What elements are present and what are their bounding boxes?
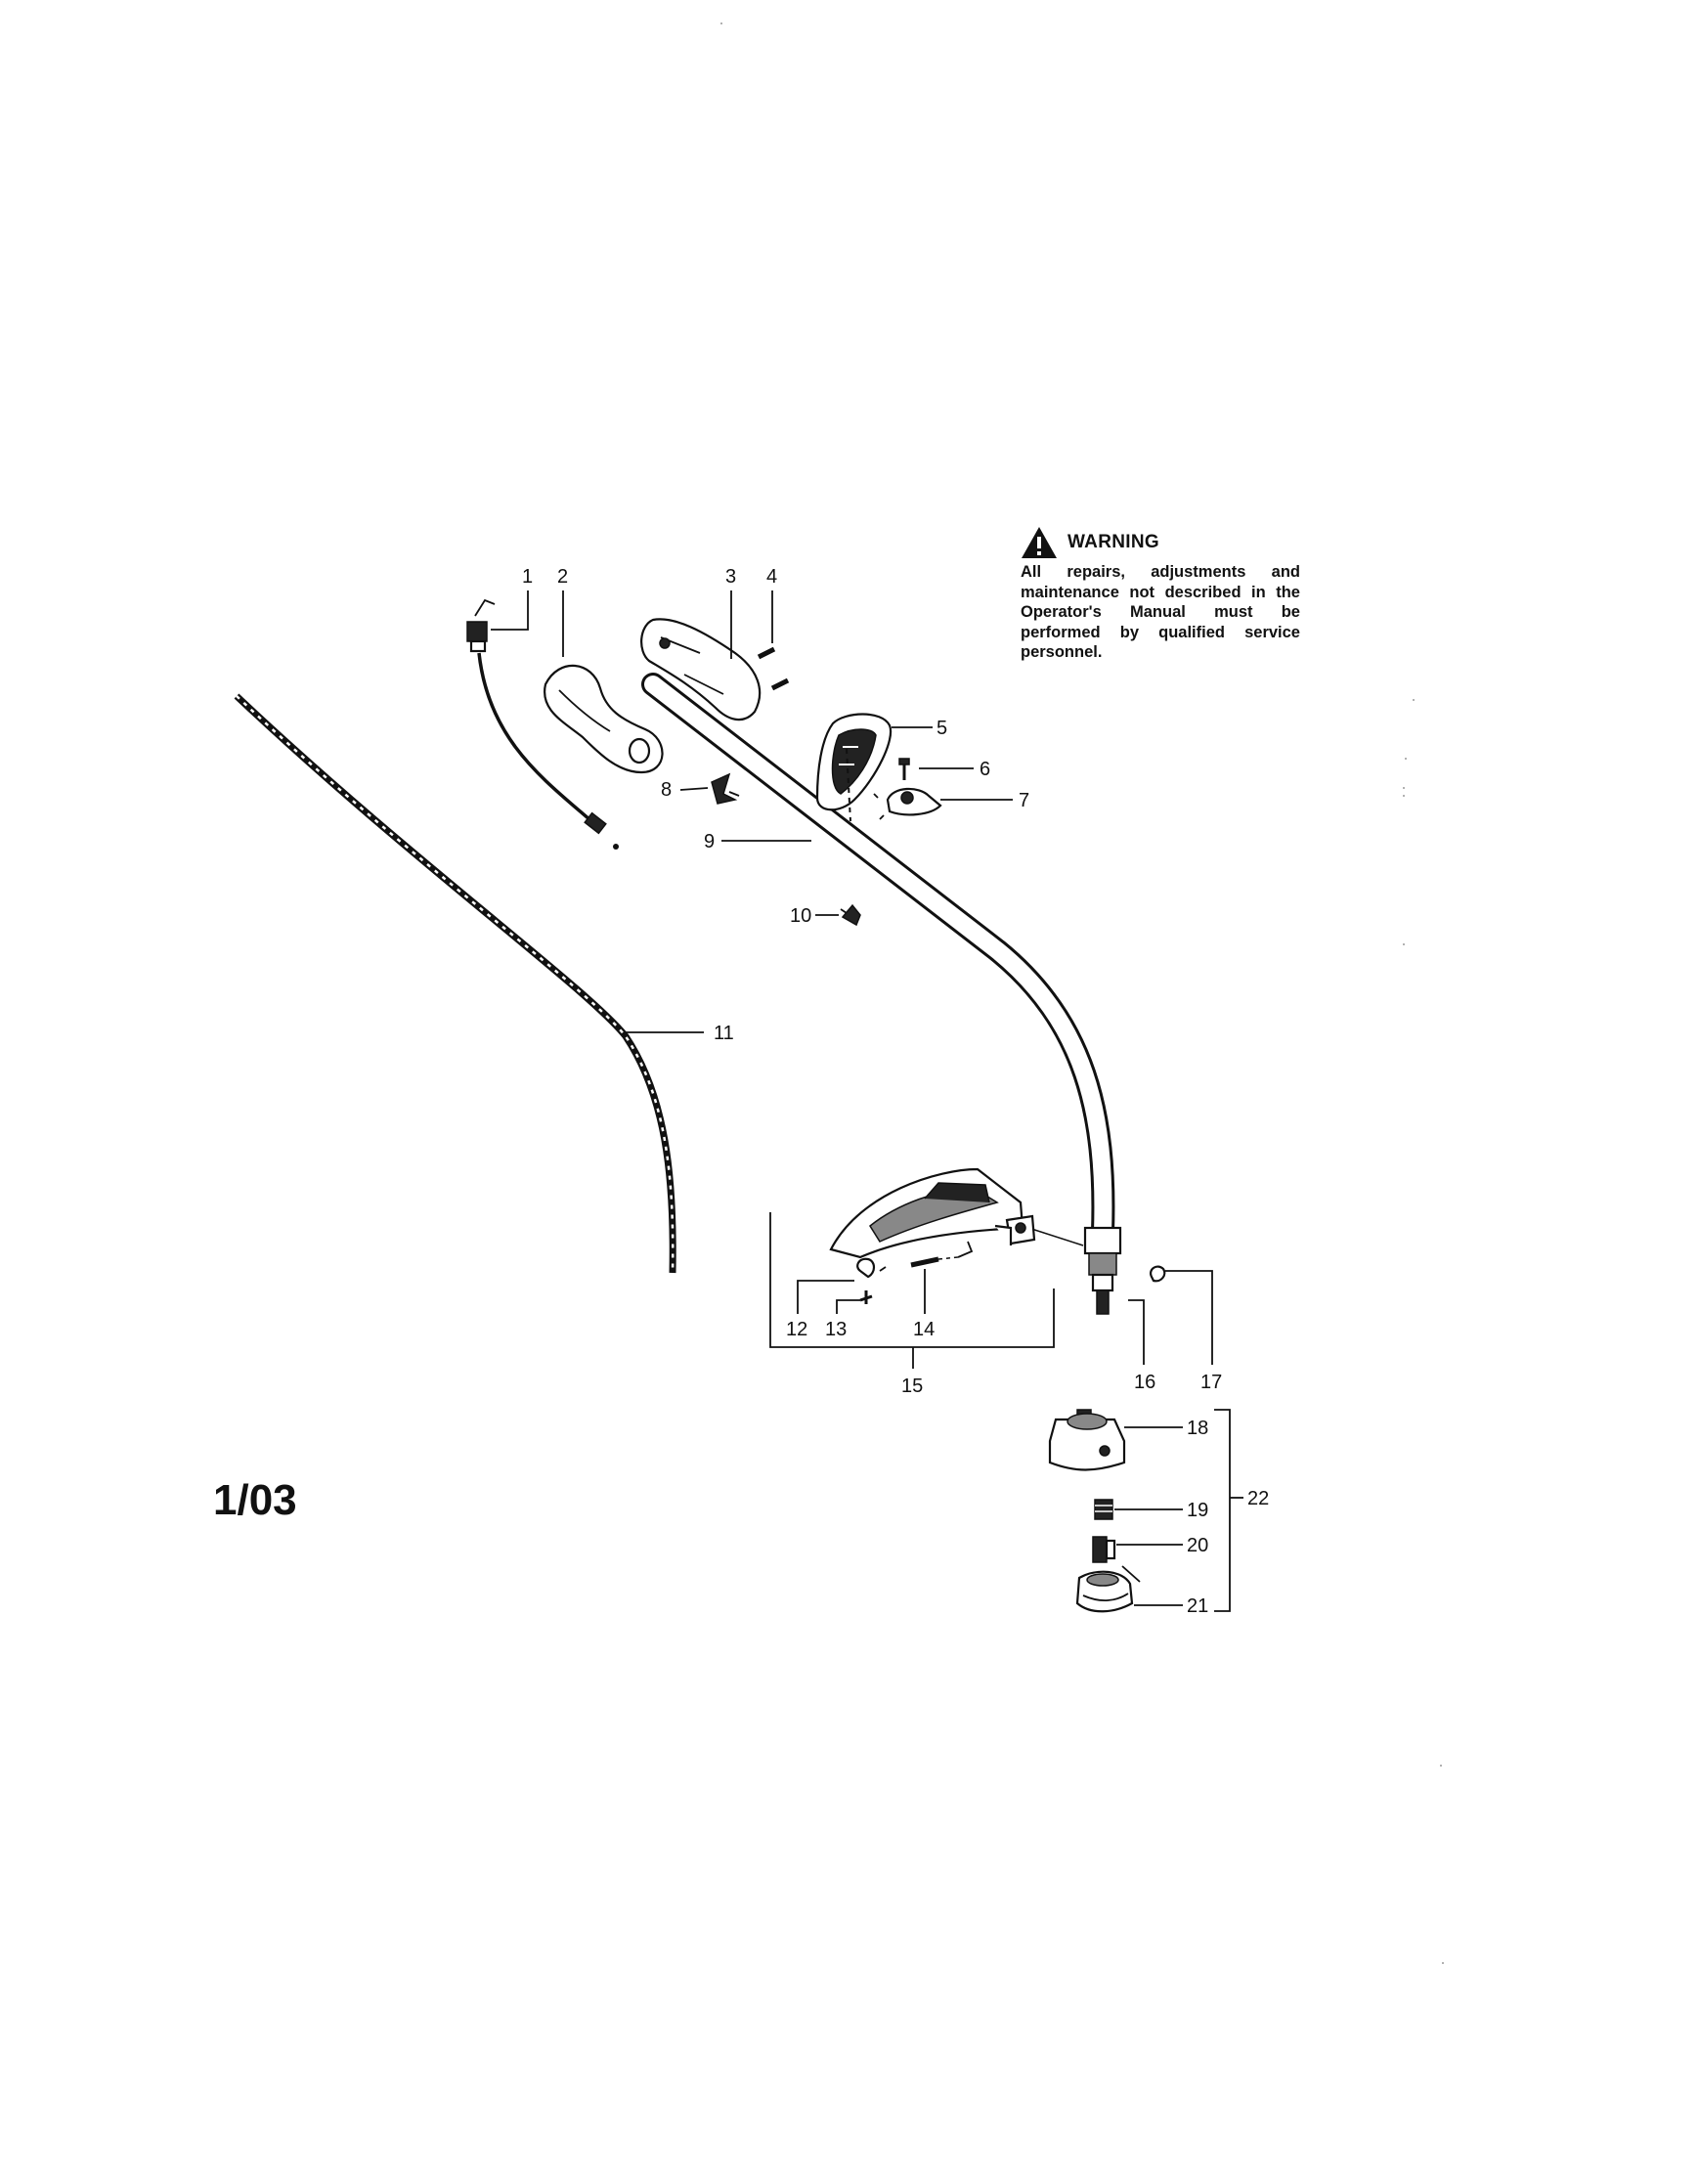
screw-6-part [898, 758, 910, 780]
callout-18: 18 [1187, 1418, 1208, 1439]
callout-20: 20 [1187, 1535, 1208, 1556]
callout-9: 9 [704, 831, 715, 852]
handle-clamp-part [873, 787, 942, 820]
callout-4: 4 [766, 566, 777, 588]
throttle-cable-part [466, 598, 619, 850]
warning-title: WARNING [1067, 532, 1159, 552]
clip-part [1150, 1265, 1166, 1283]
warning-text: All repairs, adjustments and maintenance… [1021, 563, 1300, 661]
handle-grip-part [543, 664, 664, 774]
callout-1: 1 [522, 566, 533, 588]
callout-8: 8 [661, 779, 672, 801]
callout-5: 5 [937, 718, 947, 739]
callout-12: 12 [786, 1319, 807, 1340]
date-code: 1/03 [213, 1476, 297, 1524]
warning-box: WARNING All repairs, adjustments and mai… [1021, 526, 1300, 663]
shaft-tube-part [641, 673, 1122, 1315]
front-handle-part [815, 713, 893, 811]
throttle-trigger-part [711, 772, 740, 805]
screw-part [757, 646, 790, 691]
drive-cable-part [234, 693, 676, 1274]
callout-14: 14 [913, 1319, 935, 1340]
callout-22: 22 [1247, 1488, 1269, 1509]
trimmer-head-part [1048, 1409, 1141, 1613]
handle-housing-part [640, 618, 762, 721]
callout-2: 2 [557, 566, 568, 588]
callout-labels: 1 2 3 4 5 6 7 8 9 10 11 12 13 14 15 16 1… [522, 566, 1269, 1617]
warning-header: WARNING [1021, 526, 1300, 559]
callout-13: 13 [825, 1319, 847, 1340]
callout-15: 15 [901, 1376, 923, 1397]
scan-specks [720, 22, 1444, 1964]
alignment-line [846, 748, 851, 822]
callout-6: 6 [980, 759, 990, 780]
warning-triangle-icon [1022, 527, 1057, 558]
callout-7: 7 [1019, 790, 1029, 811]
shield-hardware-part [856, 1241, 974, 1304]
wing-nut-part [840, 903, 861, 927]
callout-3: 3 [725, 566, 736, 588]
callout-16: 16 [1134, 1372, 1155, 1393]
callout-10: 10 [790, 905, 811, 927]
callout-17: 17 [1200, 1372, 1222, 1393]
leader-lines [491, 590, 1243, 1612]
callout-11: 11 [714, 1023, 734, 1044]
deflector-shield-part [829, 1167, 1036, 1259]
callout-19: 19 [1187, 1500, 1208, 1521]
callout-21: 21 [1187, 1595, 1208, 1617]
